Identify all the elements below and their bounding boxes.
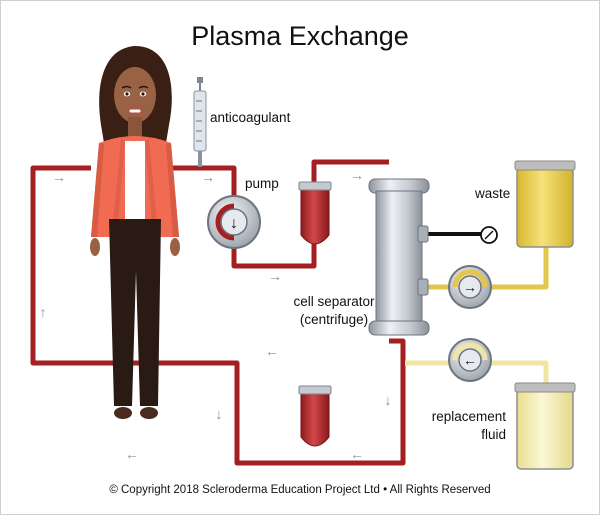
label-fluid: fluid <box>481 427 506 442</box>
label-pump: pump <box>245 176 279 191</box>
replacement-fluid-container <box>514 382 576 470</box>
flow-arrow-right: → <box>52 169 66 185</box>
copyright-notice: © Copyright 2018 Scleroderma Education P… <box>109 484 490 496</box>
flow-arrow-right: → <box>268 268 282 284</box>
flow-arrow-down: ↓ <box>216 406 223 422</box>
label-waste: waste <box>474 186 510 201</box>
waste-pump-arrow: → <box>463 279 477 295</box>
flow-arrow-down: ↓ <box>385 392 392 408</box>
blood-pump: ↓ <box>207 195 261 249</box>
flow-arrow-up: ↑ <box>40 304 47 320</box>
label-anticoagulant: anticoagulant <box>210 110 291 125</box>
flow-arrow-right: → <box>201 169 215 185</box>
return-blood-line <box>30 165 406 466</box>
diagram-title: Plasma Exchange <box>191 21 409 51</box>
blood-bag-bottom <box>298 385 332 447</box>
anticoagulant-syringe <box>193 77 207 167</box>
flow-arrow-left: ← <box>265 343 279 359</box>
blood-bag-top <box>298 181 332 245</box>
jacket <box>91 136 179 237</box>
hands <box>90 238 180 256</box>
replacement-fluid-pump: ← <box>448 338 492 382</box>
blood-tubing <box>30 159 406 466</box>
flow-arrows: → → → → ↑ ← ↓ ↓ ← ← <box>40 167 392 462</box>
replacement-pump-arrow: ← <box>463 352 477 368</box>
pump-direction-arrow: ↓ <box>230 215 238 232</box>
face <box>114 67 156 137</box>
trousers <box>109 219 161 406</box>
label-centrifuge: (centrifuge) <box>300 312 368 327</box>
waste-container <box>514 160 576 248</box>
cell-separator-centrifuge <box>368 178 430 336</box>
flow-arrow-left: ← <box>125 446 139 462</box>
shoes <box>114 407 158 419</box>
label-cell-separator: cell separator <box>293 294 375 309</box>
pressure-gauge <box>480 226 498 244</box>
flow-arrow-left: ← <box>350 446 364 462</box>
waste-plasma-pump: → <box>448 265 492 309</box>
flow-arrow-right: → <box>350 167 364 183</box>
label-replacement: replacement <box>432 409 507 424</box>
draw-blood-line <box>171 159 389 269</box>
patient-figure <box>90 46 180 419</box>
